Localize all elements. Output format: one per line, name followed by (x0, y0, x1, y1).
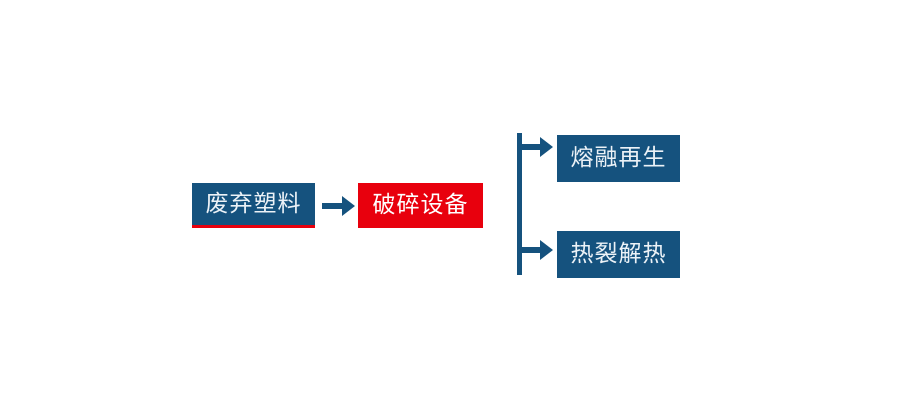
node-melt-regeneration-label: 熔融再生 (570, 145, 667, 171)
node-pyrolysis-heat-label: 热裂解热 (570, 241, 667, 267)
node-pyrolysis-heat[interactable]: 热裂解热 (557, 231, 680, 278)
node-crushing-equipment-label: 破碎设备 (372, 192, 469, 218)
node-waste-plastic-label: 废弃塑料 (205, 190, 302, 217)
node-waste-plastic[interactable]: 废弃塑料 (192, 183, 315, 228)
node-crushing-equipment[interactable]: 破碎设备 (358, 183, 483, 228)
branch-split-icon (510, 128, 566, 280)
node-melt-regeneration[interactable]: 熔融再生 (557, 135, 680, 182)
arrow-right-icon (322, 193, 356, 219)
